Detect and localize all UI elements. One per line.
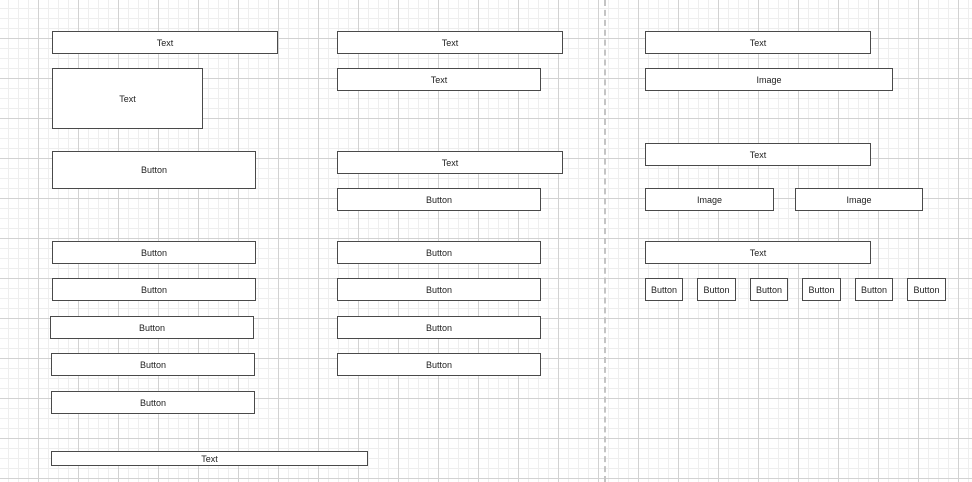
button-box: Button — [52, 241, 256, 264]
text-box: Text — [337, 68, 541, 91]
small-button-box: Button — [645, 278, 683, 301]
text-box: Text — [52, 31, 278, 54]
text-box: Text — [645, 143, 871, 166]
image-box: Image — [645, 68, 893, 91]
image-box: Image — [645, 188, 774, 211]
small-button-box: Button — [802, 278, 841, 301]
button-box: Button — [51, 391, 255, 414]
button-box: Button — [337, 316, 541, 339]
button-box: Button — [337, 188, 541, 211]
button-box: Button — [52, 151, 256, 189]
text-box: Text — [51, 451, 368, 466]
small-button-box: Button — [907, 278, 946, 301]
text-box: Text — [645, 241, 871, 264]
text-box: Text — [52, 68, 203, 129]
small-button-box: Button — [855, 278, 893, 301]
button-box: Button — [50, 316, 254, 339]
button-box: Button — [337, 241, 541, 264]
text-box: Text — [645, 31, 871, 54]
button-box: Button — [337, 278, 541, 301]
button-box: Button — [51, 353, 255, 376]
text-box: Text — [337, 151, 563, 174]
button-box: Button — [337, 353, 541, 376]
small-button-box: Button — [697, 278, 736, 301]
text-box: Text — [337, 31, 563, 54]
small-button-box: Button — [750, 278, 788, 301]
button-box: Button — [52, 278, 256, 301]
column-divider — [604, 0, 606, 482]
image-box: Image — [795, 188, 923, 211]
